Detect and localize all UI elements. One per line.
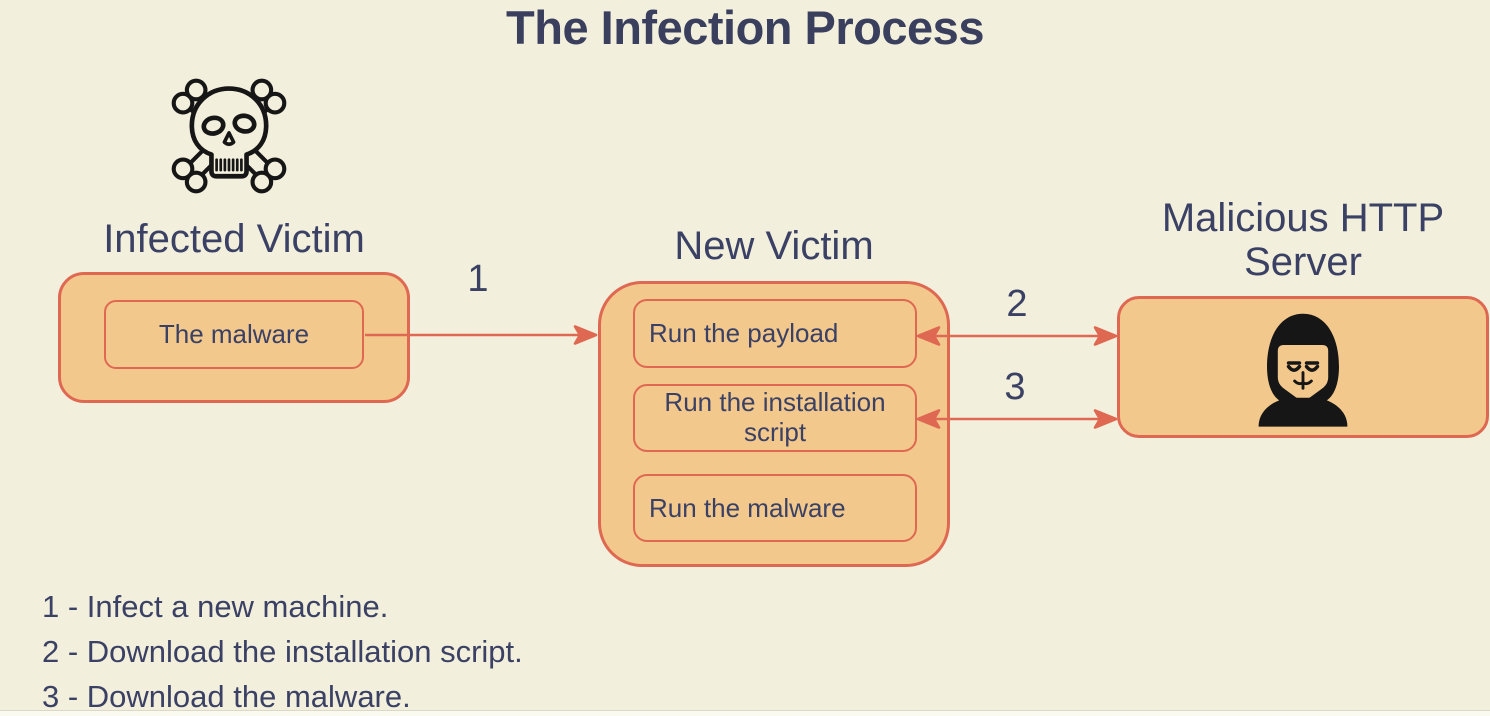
legend-line-1: 1 - Infect a new machine.: [42, 589, 389, 624]
run-malware-item-box: Run the malware: [633, 474, 917, 542]
malicious-server-label: Malicious HTTP Server: [1161, 196, 1445, 284]
legend-line-3: 3 - Download the malware.: [42, 679, 411, 714]
hacker-anonymous-icon: [1243, 306, 1363, 432]
skull-crossbones-icon: [164, 72, 294, 200]
infected-victim-label: Infected Victim: [103, 217, 365, 261]
run-installation-script-item-box: Run the installation script: [633, 384, 917, 452]
new-victim-label: New Victim: [674, 224, 874, 268]
arrow-1-label: 1: [467, 258, 489, 300]
window-bottom-edge: [0, 710, 1490, 716]
page-title: The Infection Process: [506, 1, 984, 54]
arrow-3-label: 3: [1004, 366, 1026, 408]
arrow-2-right-head: [1093, 326, 1118, 346]
run-payload-item-box: Run the payload: [633, 299, 917, 368]
arrow-3-right-head: [1093, 409, 1118, 429]
arrow-1-head: [573, 325, 598, 345]
malware-item-box: The malware: [104, 300, 364, 369]
arrow-2-label: 2: [1006, 283, 1028, 325]
legend: 1 - Infect a new machine. 2 - Download t…: [42, 584, 523, 716]
legend-line-2: 2 - Download the installation script.: [42, 634, 523, 669]
